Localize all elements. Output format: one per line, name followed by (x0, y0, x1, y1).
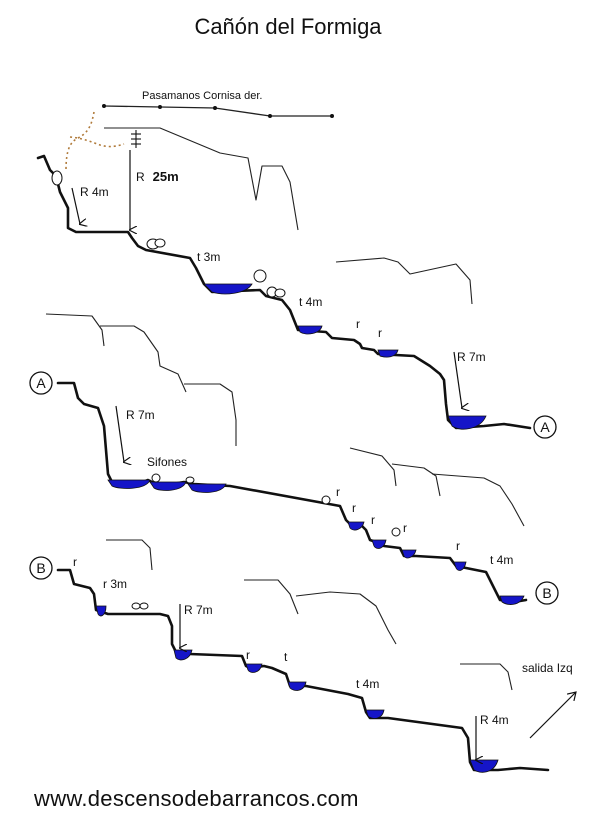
canyon-floor-1 (36, 154, 532, 430)
rappel-label: R 7m (126, 408, 155, 422)
rappel-arrow (71, 187, 80, 224)
boulder-icon (51, 170, 286, 298)
continuation-marker-label: A (540, 419, 550, 435)
pool (401, 549, 417, 559)
pool (187, 483, 227, 493)
pool (453, 561, 467, 571)
continuation-marker (29, 556, 53, 580)
jump-label: t 3m (197, 250, 220, 264)
rappel-label: R 7m (184, 603, 213, 617)
pool (203, 283, 253, 295)
pool (107, 479, 151, 489)
rappel-label: R 4m (80, 185, 109, 199)
downclimb-label: r 3m (103, 577, 127, 591)
pool (297, 325, 323, 335)
section-2: A R 7m Sifones r r r r r t 4m B (29, 313, 559, 605)
continuation-marker-label: B (542, 585, 551, 601)
pool (287, 681, 307, 691)
anchor-icon (131, 130, 141, 148)
overhang (460, 663, 513, 691)
downclimb-label: r (246, 648, 250, 662)
downclimb-label: r (378, 326, 382, 340)
section-1: Pasamanos Cornisa der. (36, 90, 557, 439)
overhang (45, 313, 105, 347)
rappel-arrow (453, 351, 462, 408)
pool (173, 649, 193, 661)
rappel-label: R 7m (457, 350, 486, 364)
downclimb-label: r (403, 521, 407, 535)
handline (102, 104, 334, 118)
canyon-floor-3 (56, 568, 550, 772)
pool (95, 605, 107, 617)
siphons-label: Sifones (147, 455, 187, 469)
boulder-icon (151, 473, 401, 537)
downclimb-label: r (456, 539, 460, 553)
continuation-marker (29, 371, 53, 395)
pool (245, 663, 263, 673)
exit-label: salida Izq (522, 661, 573, 675)
continuation-marker-label: B (36, 560, 45, 576)
overhang (100, 325, 187, 393)
continuation-marker-label: A (36, 375, 46, 391)
overhang (295, 591, 397, 645)
access-trail-branch (69, 136, 125, 148)
access-trail (65, 111, 95, 171)
section-3: B r r 3m R 7m r t t 4m R 4m salida Izq (29, 539, 576, 773)
downclimb-label: r (73, 555, 77, 569)
pool (371, 539, 387, 549)
exit-arrow (529, 692, 576, 739)
pool (447, 415, 487, 430)
rappel-label-main: R 25m (136, 168, 179, 185)
continuation-marker (533, 415, 557, 439)
diagram-title: Cañón del Formiga (194, 14, 382, 39)
overhang-2 (335, 257, 473, 305)
continuation-marker (535, 581, 559, 605)
jump-label: t (284, 650, 288, 664)
pool (149, 481, 187, 491)
overhang (244, 579, 299, 615)
rappel-arrow (115, 405, 124, 462)
downclimb-label: r (336, 485, 340, 499)
overhang (106, 539, 153, 571)
overhang (184, 383, 237, 446)
handline-label: Pasamanos Cornisa der. (142, 90, 262, 102)
pool (365, 709, 385, 719)
overhang-1 (104, 127, 299, 231)
jump-label: t 4m (490, 553, 513, 567)
overhang (349, 447, 397, 487)
downclimb-label: r (371, 513, 375, 527)
website-url: www.descensodebarrancos.com (33, 786, 359, 811)
pool (499, 595, 525, 605)
downclimb-label: r (356, 317, 360, 331)
rappel-label: R 4m (480, 713, 509, 727)
jump-label: t 4m (299, 295, 322, 309)
downclimb-label: r (352, 501, 356, 515)
jump-label: t 4m (356, 677, 379, 691)
overhang (431, 473, 525, 527)
boulder-icon (131, 602, 149, 610)
pool (347, 521, 365, 531)
pool (377, 349, 399, 358)
overhang (391, 463, 441, 497)
